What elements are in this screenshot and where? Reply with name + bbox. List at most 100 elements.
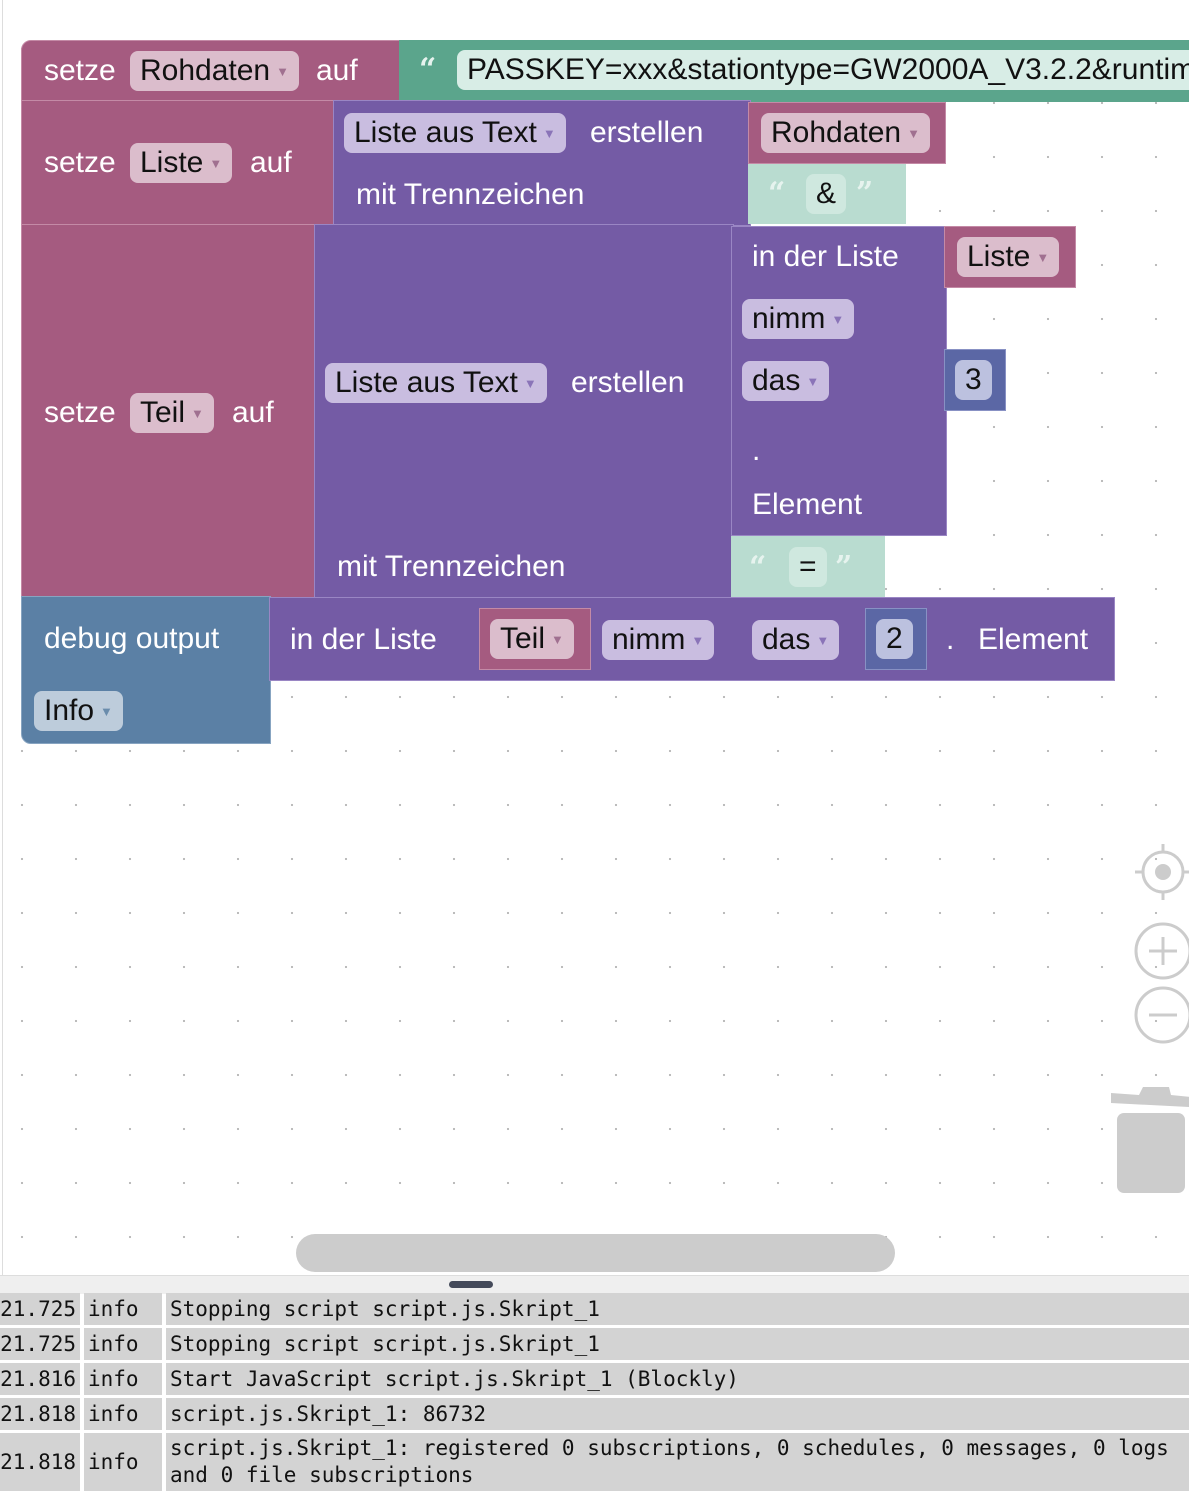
number-block-3[interactable]: 3 bbox=[944, 349, 1006, 411]
debug-label: debug output bbox=[44, 622, 220, 655]
number-input[interactable]: 3 bbox=[955, 360, 992, 400]
delimiter-label: mit Trennzeichen bbox=[337, 550, 566, 583]
where-dropdown[interactable]: das ▼ bbox=[742, 361, 830, 401]
log-message: script.js.Skript_1: 86732 bbox=[166, 1398, 1189, 1430]
log-message: Start JavaScript script.js.Skript_1 (Blo… bbox=[166, 1363, 1189, 1395]
dropdown-arrow-icon: ▼ bbox=[806, 374, 820, 390]
split-mode-dropdown[interactable]: Liste aus Text▼ bbox=[344, 113, 566, 153]
in-list-label: in der Liste bbox=[290, 623, 437, 656]
resize-grip-handle[interactable] bbox=[449, 1281, 493, 1288]
set-teil-block[interactable]: setze Teil ▼ auf bbox=[21, 224, 317, 598]
delimiter-string-block[interactable]: “ & ” bbox=[748, 164, 906, 224]
string-input[interactable]: PASSKEY=xxx&stationtype=GW2000A_V3.2.2&r… bbox=[457, 50, 1189, 90]
recenter-icon[interactable] bbox=[1133, 842, 1189, 902]
log-time: 21.818 bbox=[0, 1398, 80, 1430]
log-level: info bbox=[84, 1293, 162, 1325]
close-quote-icon: ” bbox=[835, 550, 853, 585]
close-quote-icon: ” bbox=[856, 176, 874, 211]
var-name: Teil bbox=[140, 396, 186, 429]
auf-label: auf bbox=[232, 396, 274, 429]
setze-label: setze bbox=[44, 146, 116, 179]
dot-label: . bbox=[946, 623, 955, 656]
open-quote-icon: “ bbox=[419, 52, 437, 87]
in-list-label: in der Liste bbox=[752, 240, 899, 273]
var-dropdown-teil-get[interactable]: Teil▼ bbox=[490, 619, 574, 659]
log-level: info bbox=[84, 1363, 162, 1395]
log-level: info bbox=[84, 1328, 162, 1360]
dropdown-arrow-icon: ▼ bbox=[816, 633, 830, 649]
log-time: 21.818 bbox=[0, 1433, 80, 1491]
dropdown-arrow-icon: ▼ bbox=[100, 704, 113, 720]
log-level: info bbox=[84, 1398, 162, 1430]
string-block[interactable]: “ PASSKEY=xxx&stationtype=GW2000A_V3.2.2… bbox=[399, 40, 1189, 102]
set-liste-block[interactable]: setze Liste ▼ auf bbox=[21, 100, 336, 226]
dropdown-arrow-icon: ▼ bbox=[831, 312, 845, 328]
dropdown-arrow-icon: ▼ bbox=[523, 376, 537, 392]
var-name: Liste bbox=[967, 240, 1031, 273]
mode: nimm bbox=[752, 302, 826, 335]
get-mode-dropdown-2[interactable]: nimm ▼ bbox=[602, 620, 715, 660]
dropdown-arrow-icon: ▼ bbox=[276, 64, 289, 80]
mode: nimm bbox=[612, 623, 686, 656]
list-get-block[interactable]: in der Liste nimm▼ das▼ . Element bbox=[731, 226, 947, 536]
get-var-block-teil[interactable]: Teil▼ bbox=[479, 608, 591, 670]
dropdown-arrow-icon: ▼ bbox=[691, 633, 705, 649]
where: das bbox=[762, 623, 811, 656]
auf-label: auf bbox=[316, 54, 358, 87]
get-var-block-liste[interactable]: Liste▼ bbox=[944, 226, 1076, 288]
var-dropdown-rohdaten[interactable]: Rohdaten ▼ bbox=[130, 51, 299, 91]
var-dropdown-liste[interactable]: Liste ▼ bbox=[130, 143, 233, 183]
split-text-block-2[interactable]: Liste aus Text ▼ erstellen mit Trennzeich… bbox=[314, 224, 734, 598]
log-time: 21.725 bbox=[0, 1328, 80, 1360]
dropdown-arrow-icon: ▼ bbox=[551, 632, 564, 648]
open-quote-icon: “ bbox=[768, 176, 786, 211]
blockly-workspace[interactable]: setze Rohdaten ▼ auf “ PASSKEY=xxx&statio… bbox=[2, 0, 1189, 1275]
where-dropdown-2[interactable]: das ▼ bbox=[752, 620, 840, 660]
setze-label: setze bbox=[44, 396, 116, 429]
debug-output-block[interactable]: debug output Info▼ bbox=[21, 596, 271, 744]
delimiter-input[interactable]: = bbox=[789, 547, 827, 587]
var-dropdown-teil[interactable]: Teil ▼ bbox=[130, 393, 214, 433]
panel-resize-divider[interactable] bbox=[0, 1275, 1189, 1294]
get-mode-dropdown[interactable]: nimm ▼ bbox=[742, 299, 855, 339]
dropdown-arrow-icon: ▼ bbox=[907, 126, 920, 142]
get-var-block-rohdaten[interactable]: Rohdaten ▼ bbox=[748, 102, 946, 164]
var-name: Liste bbox=[140, 146, 204, 179]
dot-label: . bbox=[752, 434, 761, 467]
var-name: Rohdaten bbox=[140, 54, 271, 87]
log-level: info bbox=[84, 1433, 162, 1491]
auf-label: auf bbox=[250, 146, 292, 179]
log-message: script.js.Skript_1: registered 0 subscri… bbox=[166, 1433, 1189, 1491]
log-level-dropdown[interactable]: Info▼ bbox=[34, 691, 123, 731]
split-mode-dropdown-2[interactable]: Liste aus Text ▼ bbox=[325, 363, 547, 403]
log-time: 21.816 bbox=[0, 1363, 80, 1395]
zoom-in-icon[interactable] bbox=[1133, 920, 1189, 982]
trash-icon[interactable] bbox=[1109, 1085, 1189, 1195]
delimiter-input[interactable]: & bbox=[806, 174, 847, 214]
dropdown-arrow-icon: ▼ bbox=[209, 156, 223, 172]
horizontal-scrollbar[interactable] bbox=[296, 1234, 895, 1272]
where: das bbox=[752, 364, 801, 397]
delimiter-string-block-2[interactable]: “ = ” bbox=[731, 536, 885, 598]
erstellen-label: erstellen bbox=[590, 116, 704, 149]
split-mode: Liste aus Text bbox=[335, 366, 518, 399]
zoom-out-icon[interactable] bbox=[1133, 984, 1189, 1046]
setze-label: setze bbox=[44, 54, 116, 87]
open-quote-icon: “ bbox=[749, 550, 767, 585]
var-name: Rohdaten bbox=[771, 116, 902, 149]
set-rohdaten-block[interactable]: setze Rohdaten ▼ auf bbox=[21, 40, 401, 102]
var-dropdown-liste-get[interactable]: Liste▼ bbox=[957, 237, 1060, 277]
erstellen-label: erstellen bbox=[571, 366, 685, 399]
list-get-block-2[interactable]: in der Liste nimm▼ das▼ . Element bbox=[269, 597, 1115, 681]
log-message: Stopping script script.js.Skript_1 bbox=[166, 1293, 1189, 1325]
split-text-block[interactable]: Liste aus Text▼ erstellen mit Trennzeich… bbox=[333, 100, 751, 226]
number-input[interactable]: 2 bbox=[876, 619, 913, 659]
number-block-2[interactable]: 2 bbox=[865, 608, 927, 670]
delimiter-label: mit Trennzeichen bbox=[356, 178, 585, 211]
dropdown-arrow-icon: ▼ bbox=[191, 406, 204, 422]
var-dropdown-rohdaten-get[interactable]: Rohdaten ▼ bbox=[761, 113, 930, 153]
